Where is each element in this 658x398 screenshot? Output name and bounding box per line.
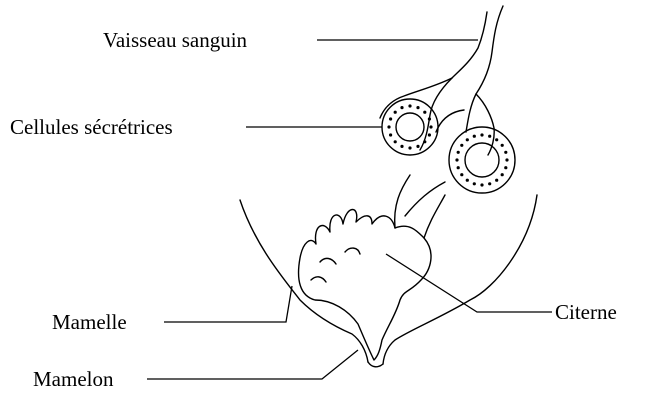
cell-nucleus [457, 166, 460, 169]
canal-left [395, 175, 410, 228]
cell-nucleus [428, 133, 431, 136]
cell-nucleus [466, 138, 469, 141]
cell-nucleus [488, 182, 491, 185]
label-mamelle: Mamelle [52, 310, 127, 334]
citerne-cavity [299, 210, 431, 361]
cell-nucleus [423, 140, 426, 143]
cell-nucleus [495, 138, 498, 141]
cell-nucleus [501, 173, 504, 176]
leader-mamelon [147, 350, 358, 379]
cell-nucleus [504, 166, 507, 169]
canal-mid [405, 182, 445, 216]
vaisseau-trunk [420, 12, 487, 150]
cell-nucleus [416, 106, 419, 109]
mamelle-outline [240, 200, 368, 362]
cell-nucleus [429, 125, 432, 128]
cell-nucleus [504, 151, 507, 154]
cell-nucleus [480, 133, 483, 136]
cell-nucleus [389, 133, 392, 136]
alveole-droite [449, 127, 515, 193]
cell-nucleus [501, 144, 504, 147]
leader-mamelle [164, 286, 292, 322]
mamelle-outline-right [383, 195, 537, 364]
cell-nucleus [394, 140, 397, 143]
cell-nucleus [408, 104, 411, 107]
cell-nucleus [473, 182, 476, 185]
cell-nucleus [488, 135, 491, 138]
cell-nucleus [460, 144, 463, 147]
cell-nucleus [473, 135, 476, 138]
vaisseau-branch-1 [380, 78, 452, 118]
cell-nucleus [423, 111, 426, 114]
cell-nucleus [466, 179, 469, 182]
label-vaisseau-sanguin: Vaisseau sanguin [103, 28, 248, 52]
cell-nucleus [408, 146, 411, 149]
cell-nucleus [416, 145, 419, 148]
cell-nucleus [389, 117, 392, 120]
cell-nucleus [400, 145, 403, 148]
cell-nucleus [505, 158, 508, 161]
citerne-inner-fold [311, 248, 360, 282]
cell-nucleus [480, 183, 483, 186]
leader-citerne [386, 254, 552, 312]
alveole-droite-lumen [465, 143, 499, 177]
cell-nucleus [400, 106, 403, 109]
label-citerne: Citerne [555, 300, 617, 324]
cell-nucleus [457, 151, 460, 154]
canal-right [424, 195, 445, 238]
cell-nucleus [387, 125, 390, 128]
cell-nucleus [495, 179, 498, 182]
alveole-gauche-lumen [396, 113, 424, 141]
mamelon-shape [368, 362, 383, 367]
label-cellules-secretrices: Cellules sécrétrices [10, 115, 173, 139]
cell-nucleus [394, 111, 397, 114]
cell-nucleus [428, 117, 431, 120]
cell-nucleus [460, 173, 463, 176]
vaisseau-branch-3 [436, 110, 464, 132]
label-mamelon: Mamelon [33, 367, 114, 391]
cell-nucleus [455, 158, 458, 161]
